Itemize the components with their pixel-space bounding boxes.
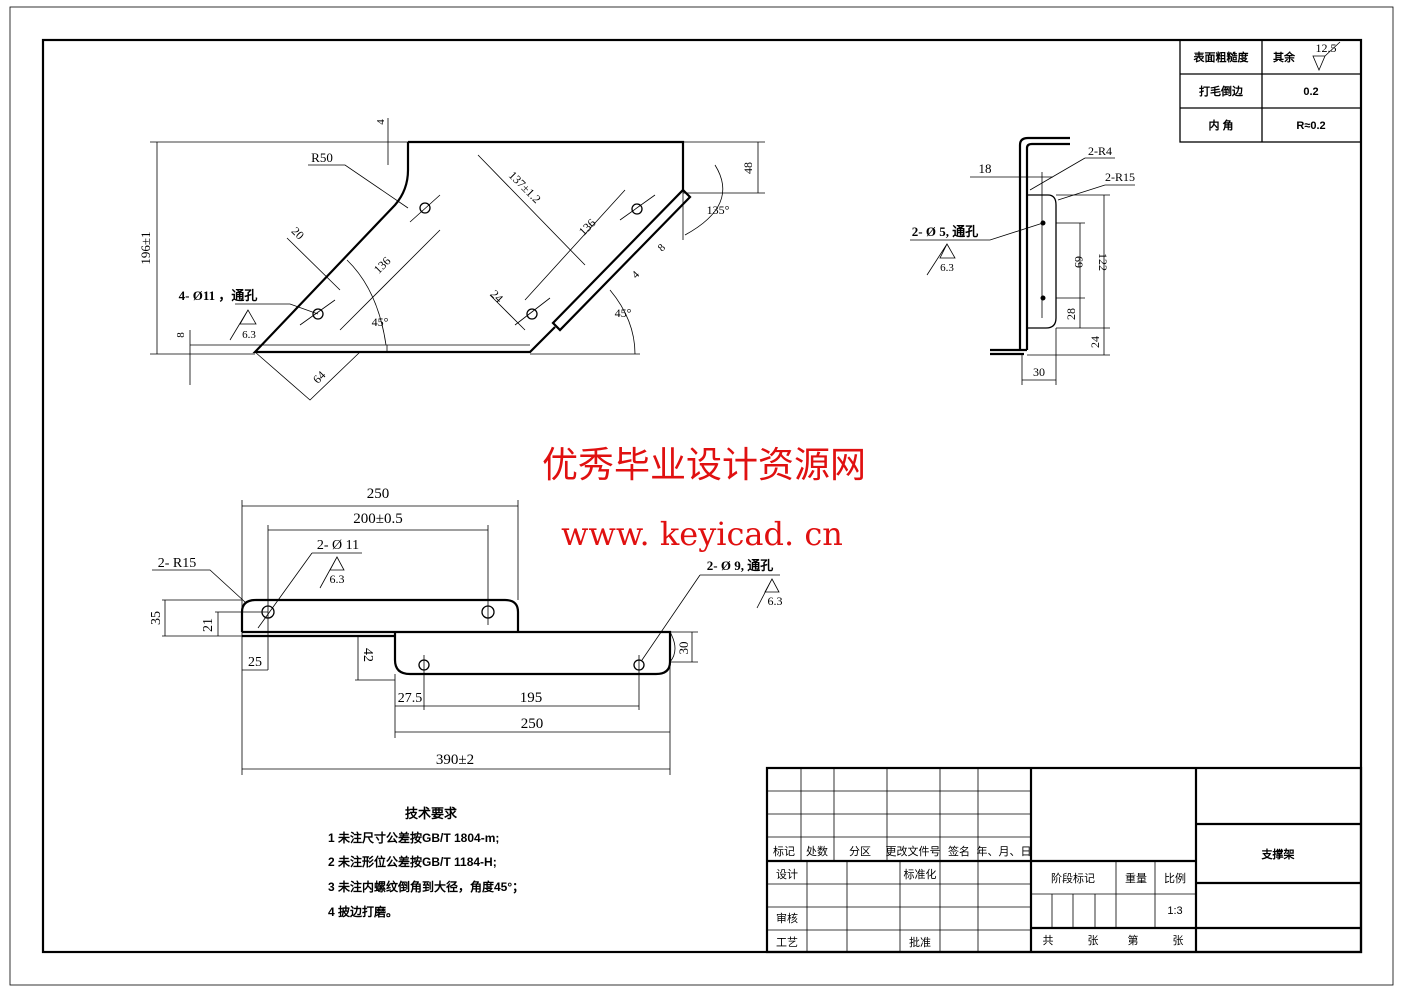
- tech-req-item: 4 披边打磨。: [328, 904, 398, 919]
- surface-row-label: 表面粗糙度: [1193, 50, 1250, 64]
- deburr-value: 0.2: [1303, 86, 1318, 98]
- tech-req-item: 1 未注尺寸公差按GB/T 1804-m;: [328, 830, 499, 845]
- dim-4-top: 4: [375, 119, 387, 125]
- scale-value: 1:3: [1167, 905, 1182, 917]
- title-block: 标记 处数 分区 更改文件号 签名 年、月、日 设计 标准化 审核 工艺 批准 …: [765, 766, 1363, 954]
- dim-42: 42: [360, 648, 375, 662]
- hole-roughness-bottom-b: 6.3: [768, 594, 783, 608]
- watermark-title: 优秀毕业设计资源网: [542, 445, 866, 486]
- dim-8: 8: [175, 332, 187, 338]
- sheets-label: 张: [1088, 934, 1099, 947]
- tech-req-item: 3 未注内螺纹倒角到大径，角度45°；: [328, 879, 524, 894]
- process-label: 工艺: [776, 936, 798, 949]
- deburr-label: 打毛倒边: [1199, 84, 1244, 98]
- inner-corner-value: R≈0.2: [1296, 120, 1325, 132]
- part-name: 支撑架: [1261, 847, 1295, 861]
- dim-64: 64: [310, 368, 328, 386]
- dim-21: 21: [201, 618, 216, 632]
- roughness-value: 12.5: [1316, 41, 1337, 55]
- dim-122: 122: [1096, 253, 1110, 271]
- dim-28: 28: [1064, 308, 1078, 320]
- rev-header: 签名: [948, 844, 970, 858]
- weight-label: 重量: [1125, 871, 1147, 885]
- dim-250-bottom: 250: [521, 716, 544, 732]
- dim-24-front: 24: [488, 287, 506, 305]
- hole-note-2x5: 2- Ø 5, 通孔: [912, 224, 978, 239]
- dim-390: 390±2: [436, 752, 474, 768]
- hole-note-4x11: 4- Ø11 ，通孔: [179, 288, 258, 303]
- dim-30-bottom: 30: [676, 642, 691, 655]
- dim-25: 25: [248, 655, 262, 670]
- dim-2-r4: 2-R4: [1088, 144, 1112, 158]
- hole-note-2x11: 2- Ø 11: [317, 538, 359, 553]
- stage-mark-label: 阶段标记: [1051, 871, 1095, 885]
- hole-roughness-front: 6.3: [242, 329, 256, 341]
- dim-48: 48: [741, 162, 755, 174]
- roughness-symbol-icon: [319, 556, 345, 589]
- roughness-symbol-icon: [926, 243, 956, 276]
- sheet-suffix-label: 张: [1173, 934, 1184, 947]
- dim-136-right: 136: [576, 216, 599, 239]
- dim-8-flange: 8: [656, 241, 669, 254]
- dim-137: 137±1.2: [506, 168, 544, 206]
- hole: [1040, 295, 1046, 301]
- standardization-label: 标准化: [904, 867, 937, 881]
- dim-20: 20: [289, 224, 307, 242]
- tech-req-title: 技术要求: [405, 806, 458, 821]
- dim-69: 69: [1072, 256, 1086, 268]
- rev-header: 标记: [773, 844, 795, 858]
- surface-row-value: 其余: [1273, 50, 1296, 64]
- technical-requirements: 技术要求 1 未注尺寸公差按GB/T 1804-m; 2 未注形位公差按GB/T…: [328, 806, 524, 919]
- hole-note-2x9: 2- Ø 9, 通孔: [707, 558, 773, 573]
- total-label: 共: [1043, 934, 1054, 947]
- watermark-url[interactable]: www. keyicad. cn: [561, 515, 843, 553]
- rev-header: 分区: [849, 845, 871, 858]
- dim-18: 18: [979, 161, 992, 176]
- dim-4-flange: 4: [630, 268, 643, 281]
- hole: [526, 308, 538, 320]
- dim-2-r15-bottom: 2- R15: [158, 556, 197, 571]
- dim-r50: R50: [311, 150, 333, 165]
- rev-header: 处数: [806, 845, 828, 858]
- tech-req-item: 2 未注形位公差按GB/T 1184-H;: [328, 854, 497, 869]
- dim-30-side: 30: [1033, 365, 1045, 379]
- hole-roughness-bottom-a: 6.3: [330, 572, 345, 586]
- design-label: 设计: [776, 868, 798, 881]
- roughness-symbol-icon: [229, 309, 257, 341]
- hole-roughness-side: 6.3: [940, 262, 954, 274]
- hole: [631, 203, 643, 215]
- roughness-symbol-icon: [756, 578, 780, 609]
- hole: [419, 202, 431, 214]
- roughness-symbol-icon: [1312, 41, 1341, 72]
- dim-250-top: 250: [367, 486, 390, 502]
- angle-45-left: 45°: [372, 315, 389, 329]
- top-view: 250 200±0.5 2- Ø 11 6.3 2- R15 35 21 25 …: [149, 486, 783, 775]
- inner-frame: [41, 38, 1363, 954]
- dim-195: 195: [520, 690, 543, 706]
- side-view: 18 2-R4 2-R15 2- Ø 5, 通孔 6.3 69 122 28 2…: [910, 136, 1135, 385]
- dim-27-5: 27.5: [398, 691, 423, 706]
- dim-136-left: 136: [371, 254, 394, 277]
- sheet-no-label: 第: [1128, 933, 1139, 947]
- surface-finish-table: 表面粗糙度 其余 12.5 打毛倒边 0.2 内 角 R≈0.2: [1179, 39, 1362, 143]
- approve-label: 批准: [909, 935, 931, 949]
- dim-2-r15: 2-R15: [1105, 170, 1135, 184]
- hole: [312, 308, 324, 320]
- angle-45-right: 45°: [615, 306, 632, 320]
- rev-header: 年、月、日: [977, 844, 1032, 858]
- dim-24-side: 24: [1088, 336, 1102, 348]
- inner-corner-label: 内 角: [1208, 118, 1233, 132]
- dim-200: 200±0.5: [353, 511, 402, 527]
- dim-35: 35: [149, 611, 164, 625]
- review-label: 审核: [776, 911, 798, 925]
- outer-frame: [9, 6, 1394, 986]
- scale-label: 比例: [1164, 871, 1186, 885]
- angle-135: 135°: [707, 203, 730, 217]
- front-view: 196±1 4 R50 20 136 45° 8 64 4- Ø11 ，通孔 6…: [138, 118, 765, 401]
- rev-header: 更改文件号: [886, 844, 941, 858]
- dim-196: 196±1: [138, 231, 153, 264]
